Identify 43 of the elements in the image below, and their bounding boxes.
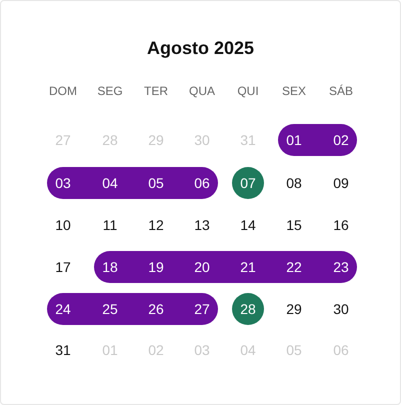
weekday-header: QUI <box>237 84 259 98</box>
date-number: 09 <box>333 175 349 191</box>
date-number: 27 <box>194 301 210 317</box>
date-number: 16 <box>333 217 349 233</box>
weekday-header: QUA <box>189 84 215 98</box>
date-number: 17 <box>55 259 71 275</box>
date-number: 22 <box>286 259 302 275</box>
date-number: 15 <box>286 217 302 233</box>
date-number: 08 <box>286 175 302 191</box>
date-number: 26 <box>148 301 164 317</box>
date-number: 19 <box>148 259 164 275</box>
date-range-highlight <box>94 251 357 283</box>
date-number: 29 <box>286 301 302 317</box>
date-range-highlight <box>278 124 357 156</box>
date-number: 02 <box>333 132 349 148</box>
weekday-header: SÁB <box>329 84 353 98</box>
date-number: 20 <box>194 259 210 275</box>
highlighted-date: 07 <box>232 167 264 199</box>
calendar-title: Agosto 2025 <box>146 38 256 59</box>
date-number: 21 <box>240 259 256 275</box>
date-number: 06 <box>194 175 210 191</box>
date-number: 24 <box>55 301 71 317</box>
date-number: 13 <box>194 217 210 233</box>
date-number: 12 <box>148 217 164 233</box>
date-number: 30 <box>333 301 349 317</box>
date-number: 18 <box>102 259 118 275</box>
date-number: 25 <box>102 301 118 317</box>
date-range-highlight <box>47 167 218 199</box>
weekday-header: SEG <box>97 84 123 98</box>
date-number: 10 <box>55 217 71 233</box>
date-range-highlight <box>47 293 218 325</box>
date-number: 01 <box>286 132 302 148</box>
date-number: 03 <box>55 175 71 191</box>
date-number: 31 <box>55 342 71 358</box>
date-number: 11 <box>102 217 118 233</box>
date-number: 04 <box>102 175 118 191</box>
weekday-header: DOM <box>49 84 77 98</box>
date-number: 05 <box>148 175 164 191</box>
weekday-header: SEX <box>282 84 306 98</box>
date-number: 14 <box>240 217 256 233</box>
weekday-header: TER <box>144 84 168 98</box>
highlighted-date: 28 <box>232 293 264 325</box>
date-number: 23 <box>333 259 349 275</box>
